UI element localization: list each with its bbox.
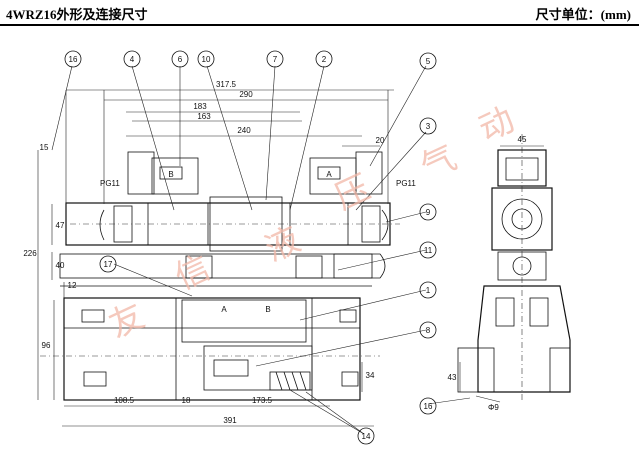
dim-40: 40 — [56, 261, 65, 270]
callout-16-side: 16 — [424, 402, 433, 411]
callout-2: 2 — [322, 55, 327, 64]
dim-317-5: 317.5 — [216, 80, 237, 89]
dim-183: 183 — [193, 102, 207, 111]
callout-6: 6 — [178, 55, 183, 64]
coil-a-label: A — [326, 170, 332, 179]
callout-16: 16 — [69, 55, 78, 64]
watermark-char-4: 压 — [329, 168, 377, 219]
unit-label: 尺寸单位：(mm) — [535, 7, 631, 22]
dim-43: 43 — [448, 373, 457, 382]
callout-10: 10 — [202, 55, 211, 64]
dim-240: 240 — [237, 126, 251, 135]
dim-391: 391 — [223, 416, 237, 425]
dim-108-5: 108.5 — [114, 396, 135, 405]
callout-circles — [64, 50, 437, 445]
dim-45: 45 — [518, 135, 527, 144]
callout-3: 3 — [426, 122, 431, 131]
dim-12: 12 — [68, 281, 77, 290]
watermark-char-1: 友 — [103, 296, 151, 347]
header-rule — [0, 24, 639, 26]
dim-173-5: 173.5 — [252, 396, 273, 405]
dim-96: 96 — [42, 341, 51, 350]
header-bar: 4WRZ16外形及连接尺寸 尺寸单位：(mm) — [0, 0, 639, 24]
callout-4: 4 — [130, 55, 135, 64]
dim-18: 18 — [182, 396, 191, 405]
solenoid-assembly — [65, 151, 400, 252]
coil-b-label: B — [168, 170, 173, 179]
callout-14: 14 — [362, 432, 371, 441]
callout-1: 1 — [426, 286, 431, 295]
callout-17: 17 — [104, 260, 113, 269]
dim-163: 163 — [197, 112, 211, 121]
pilot-section — [59, 253, 386, 287]
front-dimensions — [37, 89, 394, 427]
watermark-char-6: 动 — [473, 100, 521, 151]
watermark-char-2: 信 — [169, 248, 217, 299]
dim-226: 226 — [23, 249, 37, 258]
callout-11: 11 — [424, 246, 433, 255]
pg11-right-label: PG11 — [396, 179, 416, 188]
side-view — [457, 134, 571, 403]
watermark-char-3: 液 — [259, 220, 307, 271]
callout-5: 5 — [426, 57, 431, 66]
drawing-title: 4WRZ16外形及连接尺寸 — [6, 7, 148, 22]
port-b-label: B — [265, 305, 270, 314]
dim-15: 15 — [40, 143, 49, 152]
phi9-label: Φ9 — [488, 403, 499, 412]
leader-lines — [51, 65, 471, 435]
dim-34: 34 — [366, 371, 375, 380]
watermark-char-5: 气 — [415, 138, 463, 189]
pg11-left-label: PG11 — [100, 179, 120, 188]
dim-20: 20 — [376, 136, 385, 145]
callout-7: 7 — [273, 55, 278, 64]
port-a-label: A — [221, 305, 227, 314]
dim-47: 47 — [56, 221, 65, 230]
dim-290: 290 — [239, 90, 253, 99]
callout-9: 9 — [426, 208, 431, 217]
callout-8: 8 — [426, 326, 431, 335]
valve-base — [40, 297, 380, 401]
